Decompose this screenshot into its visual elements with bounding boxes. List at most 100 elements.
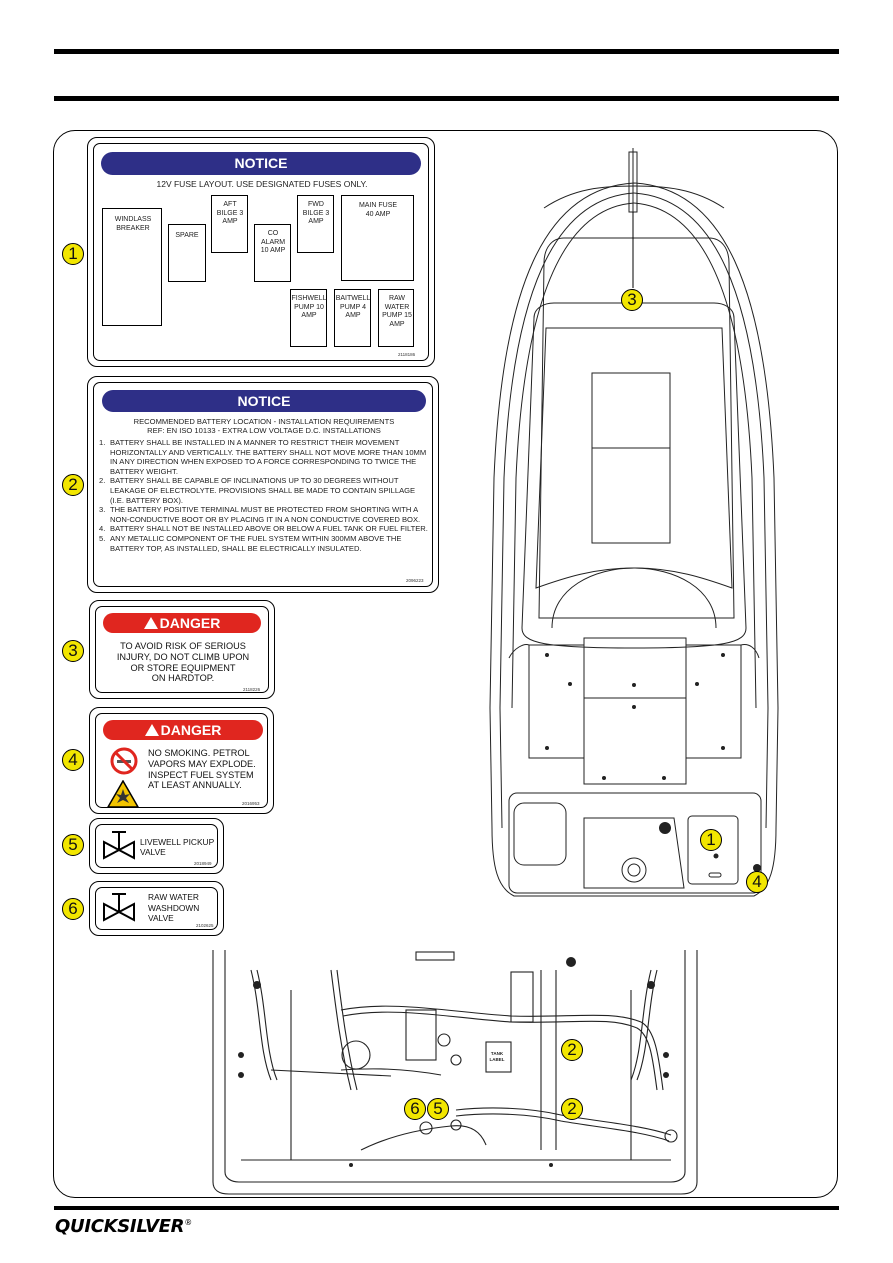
item-text: ANY METALLIC COMPONENT OF THE FUEL SYSTE…: [110, 533, 402, 553]
item-number: 2.: [99, 476, 106, 486]
fuse-fwd-bilge-text: FWD BILGE 3 AMP: [302, 201, 330, 225]
fuse-co-alarm: CO ALARM 10 AMP: [254, 224, 291, 282]
fuse-main: MAIN FUSE 40 AMP: [341, 195, 414, 281]
label-border: [95, 887, 218, 930]
label-border: [95, 824, 218, 868]
danger-header: DANGER: [103, 720, 263, 740]
label-border: [93, 143, 429, 361]
fuse-fwd-bilge: FWD BILGE 3 AMP: [297, 195, 334, 253]
hardtop-warning-text: TO AVOID RISK OF SERIOUS INJURY, DO NOT …: [90, 641, 276, 684]
label-border: [95, 606, 269, 693]
fuse-spare-text: SPARE: [175, 232, 199, 239]
valve-line: VALVE: [148, 913, 174, 923]
brand-name: QUICKSILVER: [55, 1216, 185, 1237]
quicksilver-logo: QUICKSILVER®: [55, 1216, 192, 1237]
item-number: 3.: [99, 505, 106, 515]
notice-header: NOTICE: [102, 390, 426, 412]
danger-header: DANGER: [103, 613, 261, 633]
content-frame: [53, 130, 838, 1198]
warning-line: NO SMOKING. PETROL: [148, 748, 250, 758]
battery-notice-label: NOTICE RECOMMENDED BATTERY LOCATION - IN…: [87, 376, 439, 593]
part-number: 2102625: [196, 923, 214, 928]
fuse-fishwell: FISHWELL PUMP 10 AMP: [290, 289, 327, 347]
livewell-valve-text: LIVEWELL PICKUP VALVE: [140, 837, 224, 857]
warning-triangle-icon: [143, 617, 158, 629]
bilge-callout-battery-b: 2: [561, 1098, 583, 1120]
battery-heading-1: RECOMMENDED BATTERY LOCATION - INSTALLAT…: [133, 417, 395, 426]
fuel-warning-text: NO SMOKING. PETROL VAPORS MAY EXPLODE. I…: [148, 748, 272, 791]
fuse-main-text: MAIN FUSE 40 AMP: [358, 202, 398, 218]
valve-icon: [103, 893, 135, 922]
boat-callout-danger-fuel: 4: [746, 871, 768, 893]
livewell-valve-label: LIVEWELL PICKUP VALVE 2018949: [89, 818, 224, 874]
warning-line: ON HARDTOP.: [151, 673, 215, 684]
label-border: [93, 382, 433, 587]
fuse-subtitle: 12V FUSE LAYOUT. USE DESIGNATED FUSES ON…: [156, 179, 368, 189]
bilge-callout-livewell-valve: 5: [427, 1098, 449, 1120]
fuse-layout-label: NOTICE 12V FUSE LAYOUT. USE DESIGNATED F…: [87, 137, 435, 367]
warning-line: VAPORS MAY EXPLODE.: [148, 758, 256, 769]
part-number: 2118226: [243, 687, 261, 692]
explosion-icon: [107, 780, 139, 808]
fuse-co-alarm-text: CO ALARM 10 AMP: [260, 230, 286, 254]
boat-callout-fuse-panel: 1: [700, 829, 722, 851]
requirement-item: 3. THE BATTERY POSITIVE TERMINAL MUST BE …: [99, 505, 431, 524]
notice-header: NOTICE: [101, 152, 421, 175]
registered-mark: ®: [184, 1218, 192, 1227]
valve-line: RAW WATER: [148, 892, 199, 902]
washdown-valve-text: RAW WATER WASHDOWN VALVE: [148, 892, 220, 924]
valve-line: WASHDOWN: [148, 902, 200, 913]
item-number: 4.: [99, 524, 106, 534]
requirement-item: 2. BATTERY SHALL BE CAPABLE OF INCLINATIO…: [99, 476, 431, 505]
no-smoking-icon: [110, 747, 138, 775]
requirement-item: 1. BATTERY SHALL BE INSTALLED IN A MANNER…: [99, 438, 431, 476]
part-number: 2018949: [194, 861, 212, 866]
header-rule-top: [54, 49, 839, 54]
part-number: 2118186: [398, 352, 416, 357]
washdown-valve-label: RAW WATER WASHDOWN VALVE 2102625: [89, 881, 224, 936]
requirement-item: 4. BATTERY SHALL NOT BE INSTALLED ABOVE O…: [99, 524, 431, 534]
valve-line: LIVEWELL PICKUP: [140, 837, 215, 847]
fuse-fishwell-text: FISHWELL PUMP 10 AMP: [291, 295, 327, 319]
bilge-detail-view: TANK LABEL: [211, 950, 699, 1196]
warning-line: INJURY, DO NOT CLIMB UPON: [116, 651, 250, 662]
bilge-callout-battery-a: 2: [561, 1039, 583, 1061]
danger-word: DANGER: [160, 722, 222, 738]
bilge-callout-washdown-valve: 6: [404, 1098, 426, 1120]
callout-6: 6: [62, 898, 84, 920]
fuse-aft-bilge: AFT BILGE 3 AMP: [211, 195, 248, 253]
item-number: 1.: [99, 438, 106, 447]
warning-line: TO AVOID RISK OF SERIOUS: [120, 641, 246, 651]
bilge-detail-drawing: [212, 950, 698, 1195]
item-number: 5.: [99, 533, 106, 543]
requirement-item: 5. ANY METALLIC COMPONENT OF THE FUEL SYS…: [99, 534, 431, 553]
boat-callout-hardtop: 3: [621, 289, 643, 311]
callout-2: 2: [62, 474, 84, 496]
part-number: 2096223: [406, 578, 424, 583]
battery-requirements-list: 1. BATTERY SHALL BE INSTALLED IN A MANNER…: [99, 438, 431, 553]
item-text: THE BATTERY POSITIVE TERMINAL MUST BE PR…: [110, 505, 421, 524]
fuse-raw-water: RAW WATER PUMP 15 AMP: [378, 289, 414, 347]
fuse-baitwell: BAITWELL PUMP 4 AMP: [334, 289, 371, 347]
fuel-danger-label: DANGER NO SMOKING. PETROL VAPORS MAY EXP…: [89, 707, 274, 814]
valve-line: VALVE: [140, 847, 166, 857]
warning-triangle-icon: [144, 724, 159, 736]
battery-heading-2: REF: EN ISO 10133 - EXTRA LOW VOLTAGE D.…: [147, 426, 381, 435]
boat-top-view-drawing: [489, 148, 779, 897]
item-text: BATTERY SHALL NOT BE INSTALLED ABOVE OR …: [110, 524, 428, 534]
warning-line: OR STORE EQUIPMENT: [130, 662, 236, 673]
valve-icon: [103, 831, 135, 860]
fuse-windlass: WINDLASS BREAKER: [102, 208, 162, 326]
fuse-windlass-text: WINDLASS BREAKER: [114, 216, 152, 232]
header-rule-bottom: [54, 96, 839, 101]
label-border: [95, 713, 268, 808]
footer-rule: [54, 1206, 839, 1210]
callout-5: 5: [62, 834, 84, 856]
fuse-spare: SPARE: [168, 224, 206, 282]
warning-line: INSPECT FUEL SYSTEM: [148, 769, 254, 780]
item-text: BATTERY SHALL BE CAPABLE OF INCLINATIONS…: [110, 476, 416, 505]
warning-line: AT LEAST ANNUALLY.: [148, 780, 242, 791]
fuse-baitwell-text: BAITWELL PUMP 4 AMP: [335, 295, 371, 319]
bilge-tank-label: TANK LABEL: [489, 1051, 505, 1062]
item-text: BATTERY SHALL BE INSTALLED IN A MANNER T…: [110, 438, 427, 476]
